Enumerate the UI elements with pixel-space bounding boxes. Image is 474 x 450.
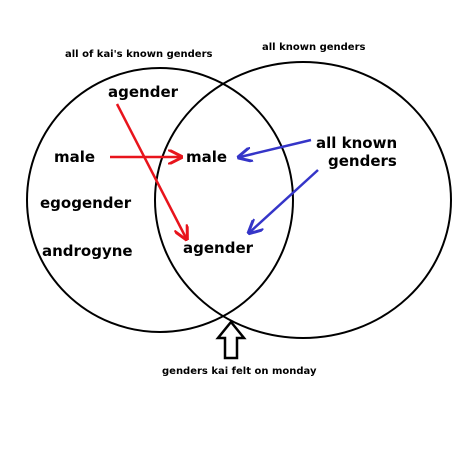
red-arrow-agender [115, 103, 186, 238]
right-circle-title: all known genders [262, 42, 365, 53]
left-item-egogender: egogender [40, 194, 132, 212]
up-arrow-icon [215, 320, 247, 360]
left-item-male: male [54, 148, 95, 166]
right-label-line1: all known [316, 134, 397, 152]
left-circle [26, 67, 294, 333]
left-item-androgyne: androgyne [42, 242, 133, 260]
right-circle [154, 61, 452, 339]
left-item-agender: agender [108, 83, 179, 101]
blue-arrow-agender [250, 169, 319, 232]
bottom-caption: genders kai felt on monday [162, 366, 317, 377]
blue-arrow-male [240, 138, 312, 157]
intersection-item-agender: agender [183, 239, 254, 257]
left-circle-title: all of kai's known genders [65, 49, 213, 60]
right-label-line2: genders [328, 152, 397, 170]
intersection-item-male: male [186, 148, 227, 166]
